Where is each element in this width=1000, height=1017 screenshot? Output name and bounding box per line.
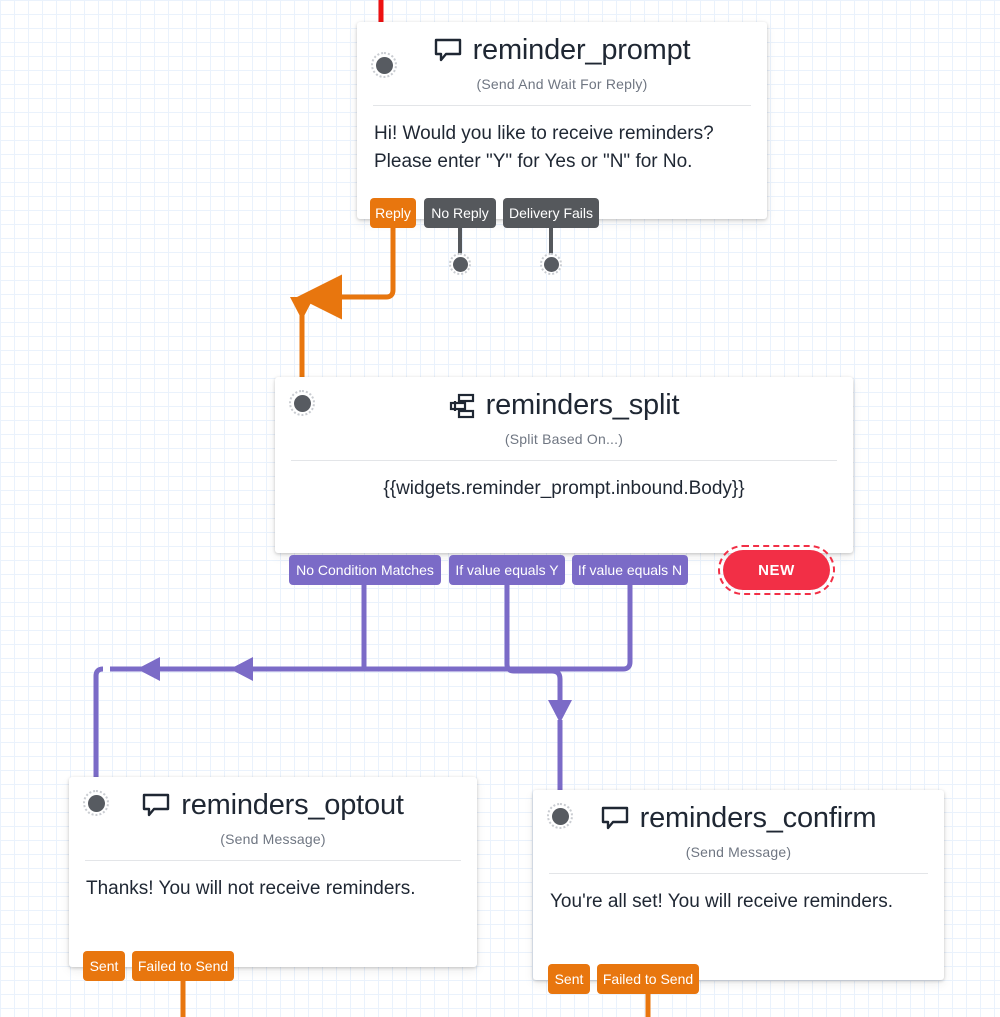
wire-value-equals-y (504, 585, 563, 700)
chat-bubble-icon (142, 793, 172, 819)
widget-body-text: Hi! Would you like to receive reminders?… (374, 123, 714, 172)
transition-pill-delivery-fails[interactable]: Delivery Fails (503, 198, 599, 228)
widget-header: reminders_split (Split Based On...) (275, 377, 853, 447)
widget-title: reminders_confirm (639, 802, 877, 834)
widget-subtitle: (Send Message) (220, 831, 326, 847)
widget-connector-dot[interactable] (289, 390, 315, 416)
transition-pill-sent-confirm[interactable]: Sent (548, 964, 590, 994)
widget-header: reminders_optout (Send Message) (69, 777, 477, 847)
transition-pill-value-equals-y[interactable]: If value equals Y (449, 555, 565, 585)
transition-pill-reply[interactable]: Reply (370, 198, 416, 228)
transition-pill-value-equals-n[interactable]: If value equals N (572, 555, 688, 585)
widget-title: reminder_prompt (472, 34, 691, 66)
divider (291, 460, 837, 461)
wire-value-equals-n (110, 585, 633, 672)
arrowhead-purple-left-1 (137, 657, 160, 681)
widget-reminders-optout[interactable]: reminders_optout (Send Message) Thanks! … (69, 777, 477, 967)
widget-header: reminder_prompt (Send And Wait For Reply… (357, 22, 767, 92)
add-transition-new-button[interactable]: NEW (718, 545, 835, 595)
widget-connector-dot[interactable] (371, 52, 397, 78)
divider (85, 860, 461, 861)
transition-pill-failed-to-send-optout[interactable]: Failed to Send (132, 951, 234, 981)
transition-pill-no-condition-matches[interactable]: No Condition Matches (289, 555, 441, 585)
arrowhead-purple-down-y (548, 700, 572, 723)
transition-pill-no-reply[interactable]: No Reply (424, 198, 496, 228)
wire-no-condition-matches (110, 585, 367, 672)
arrowhead-orange-down (290, 297, 314, 320)
widget-subtitle: (Send And Wait For Reply) (476, 76, 648, 92)
wire-into-optout (93, 666, 104, 786)
arrowhead-purple-left-2 (230, 657, 253, 681)
widget-body-text: {{widgets.reminder_prompt.inbound.Body}} (383, 478, 745, 499)
widget-subtitle: (Split Based On...) (504, 431, 624, 447)
widget-title: reminders_split (485, 389, 680, 421)
widget-connector-dot[interactable] (547, 803, 573, 829)
transition-pill-sent-optout[interactable]: Sent (83, 951, 125, 981)
widget-body-text: Thanks! You will not receive reminders. (86, 878, 416, 899)
widget-reminder-prompt[interactable]: reminder_prompt (Send And Wait For Reply… (357, 22, 767, 219)
endpoint-dot-no-reply[interactable] (449, 253, 471, 275)
widget-reminders-split[interactable]: reminders_split (Split Based On...) {{wi… (275, 377, 853, 553)
widget-title: reminders_optout (181, 789, 404, 821)
widget-connector-dot[interactable] (83, 790, 109, 816)
chat-bubble-icon (434, 38, 464, 64)
widget-body-text: You're all set! You will receive reminde… (550, 891, 893, 912)
transition-pill-failed-to-send-confirm[interactable]: Failed to Send (597, 964, 699, 994)
widget-subtitle: (Send Message) (685, 844, 792, 860)
divider (549, 873, 928, 874)
divider (373, 105, 751, 106)
endpoint-dot-delivery-fails[interactable] (540, 253, 562, 275)
split-icon (449, 393, 477, 419)
chat-bubble-icon (601, 806, 631, 832)
widget-header: reminders_confirm (Send Message) (533, 790, 944, 860)
widget-reminders-confirm[interactable]: reminders_confirm (Send Message) You're … (533, 790, 944, 980)
wire-reply-to-split (310, 228, 396, 300)
